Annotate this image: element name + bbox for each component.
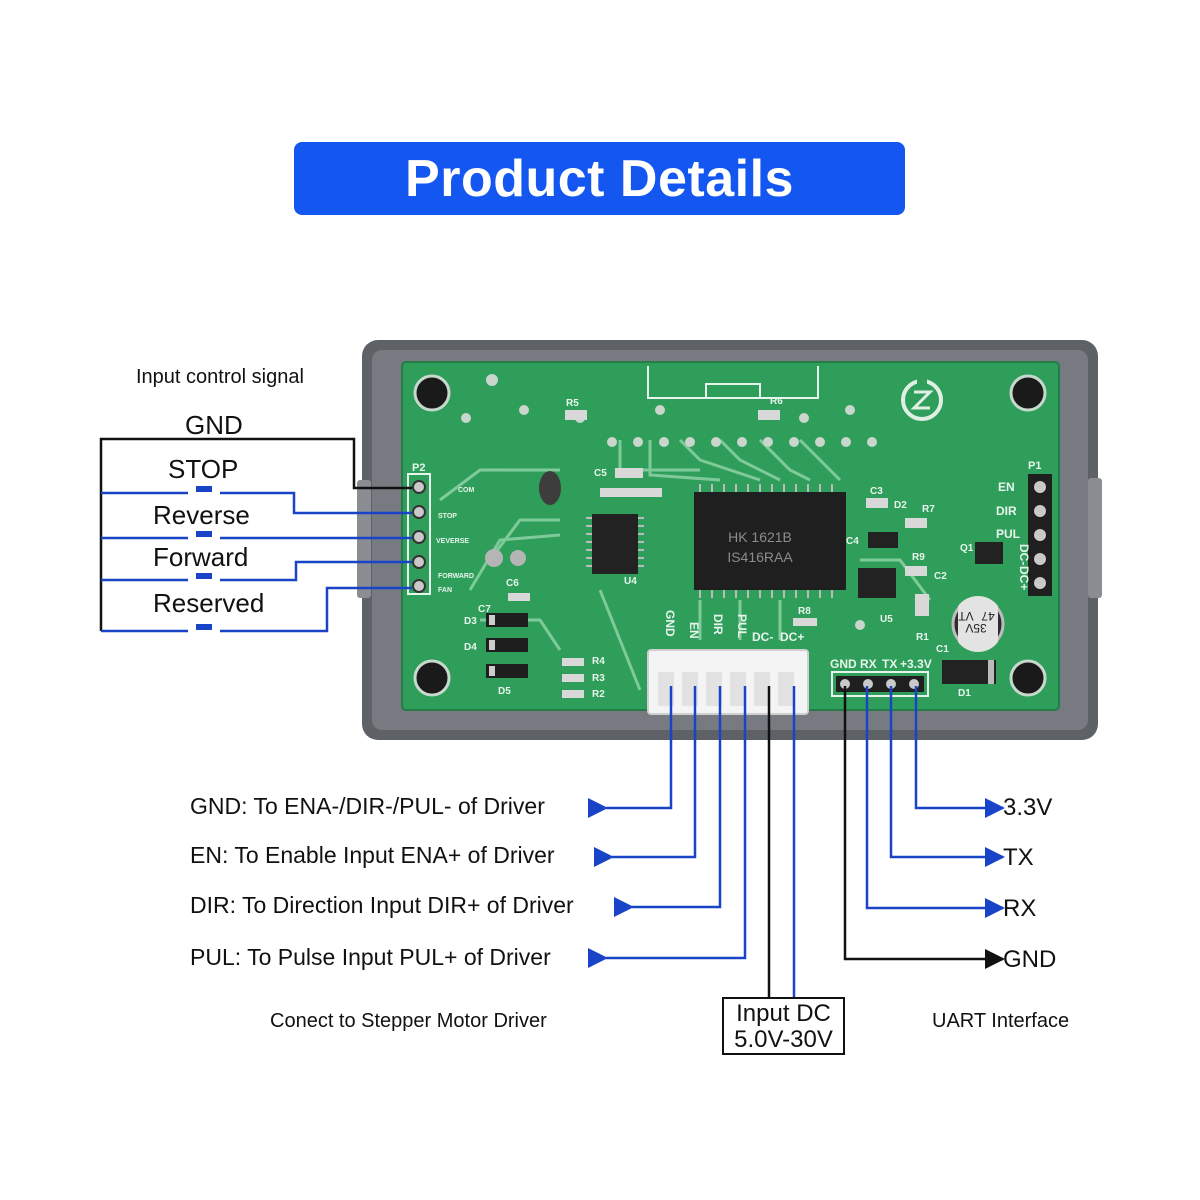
label-r8: R8 [798,606,811,617]
uart-line-gnd: GND [1003,946,1056,973]
label-u4: U4 [624,576,637,587]
conn-label-en: EN [687,622,701,639]
label-r7: R7 [922,504,935,515]
switch-contacts [196,486,212,630]
label-r2: R2 [592,689,605,700]
p1-pin-dcplus: DC+ [1017,566,1031,590]
driver-line-gnd: GND: To ENA-/DIR-/PUL- of Driver [190,793,545,819]
p1-pin-pul: PUL [996,527,1020,541]
conn-label-dcminus: DC- [752,630,773,644]
conn-label-dcplus: DC+ [780,630,804,644]
driver-output-labels: GND: To ENA-/DIR-/PUL- of Driver EN: To … [190,793,574,970]
uart-line-rx: RX [1003,895,1036,922]
label-c2: C2 [934,571,947,582]
brand-logo [901,378,943,421]
mount-hole [413,374,451,412]
label-c6: C6 [506,578,519,589]
p2-pin-forward: FORWARD [438,573,474,580]
uart-label-rx: RX [860,657,877,671]
switch-wires [101,491,412,633]
mount-hole [1009,374,1047,412]
label-d1: D1 [958,688,971,699]
label-d3: D3 [464,616,477,627]
uart-line-33v: 3.3V [1003,794,1052,821]
driver-caption: Conect to Stepper Motor Driver [270,1010,547,1032]
uart-label-gnd: GND [830,657,857,671]
uart-label-tx: TX [882,657,897,671]
driver-wires [588,686,747,968]
label-r5: R5 [566,398,579,409]
signal-gnd: GND [185,410,243,440]
conn-label-dir: DIR [711,614,725,635]
signal-stop: STOP [168,454,238,484]
label-q1: Q1 [960,543,974,554]
power-line1: Input DC [736,1000,831,1027]
label-r9: R9 [912,552,925,563]
label-c5: C5 [594,468,607,479]
label-r1: R1 [916,632,929,643]
p2-label: P2 [412,462,425,474]
power-input-box: Input DC 5.0V-30V [722,997,845,1055]
chip-u4 [586,514,644,574]
p2-pin-com: COM [458,487,475,494]
p1-label: P1 [1028,460,1041,472]
label-r4: R4 [592,656,605,667]
p2-pin-fan: FAN [438,587,452,594]
chip-main-line1: HK 1621B [728,529,792,545]
signal-reverse: Reverse [153,500,250,530]
label-c4: C4 [846,536,859,547]
conn-label-pul: PUL [735,614,749,638]
signal-forward: Forward [153,542,248,572]
label-r6: R6 [770,396,783,407]
cap-label-2: 35V [965,621,986,635]
cap-label-1: 47 [981,609,995,623]
p1-pin-en: EN [998,480,1015,494]
label-u5: U5 [880,614,893,625]
page-title: Product Details [405,149,794,208]
p1-header: P1 EN DIR PUL DC- DC+ [996,460,1052,596]
p2-header: P2 COM STOP VEVERSE FORWARD FAN [407,462,475,595]
mount-hole [1009,659,1047,697]
label-d2: D2 [894,500,907,511]
p2-pin-veverse: VEVERSE [436,538,469,545]
label-c7: C7 [478,604,491,615]
p2-pin-stop: STOP [438,513,457,520]
label-r3: R3 [592,673,605,684]
label-c1: C1 [936,644,949,655]
pcb-board: HK 1621B IS416RAA 47 35V VT R5 R6 C5 C3 … [401,361,1060,715]
chip-main: HK 1621B IS416RAA [694,484,846,598]
cap-label-3: VT [958,609,974,623]
driver-line-dir: DIR: To Direction Input DIR+ of Driver [190,892,574,918]
uart-line-tx: TX [1003,844,1034,871]
uart-label-33v: +3.3V [900,657,932,671]
uart-wires [843,686,1005,969]
power-line2: 5.0V-30V [734,1026,833,1053]
driver-line-pul: PUL: To Pulse Input PUL+ of Driver [190,944,551,970]
uart-caption: UART Interface [932,1010,1069,1032]
p1-pin-dcminus: DC- [1017,544,1031,565]
label-d5: D5 [498,686,511,697]
chip-main-line2: IS416RAA [727,549,793,565]
conn-label-gnd: GND [663,610,677,637]
mount-hole [413,659,451,697]
label-d4: D4 [464,642,477,653]
diode-array [486,613,528,678]
uart-labels: 3.3V TX RX GND [1003,794,1056,973]
title-banner: Product Details [294,142,905,215]
label-c3: C3 [870,486,883,497]
input-control-heading: Input control signal [136,366,304,388]
signal-reserved: Reserved [153,588,264,618]
input-signal-labels: GND STOP Reverse Forward Reserved [153,410,264,618]
driver-line-en: EN: To Enable Input ENA+ of Driver [190,842,555,868]
electrolytic-capacitor: 47 35V VT [951,596,1005,652]
gnd-wire [99,437,412,631]
p1-pin-dir: DIR [996,504,1017,518]
